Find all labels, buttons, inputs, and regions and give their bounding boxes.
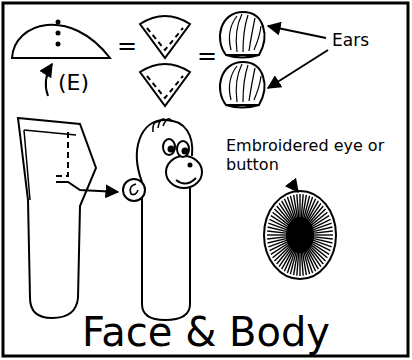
title: Face & Body: [0, 308, 412, 356]
ear: [220, 12, 328, 108]
eye-stitch: [312, 234, 333, 235]
equals-sign: =: [197, 42, 217, 71]
eye-stitch: [299, 251, 300, 276]
monkey-figure: [123, 119, 202, 320]
equals-sign: =: [117, 32, 137, 61]
eye-stitch: [297, 194, 299, 219]
frame: [3, 3, 408, 356]
part-label: Embroidered eye or button: [226, 136, 394, 174]
pattern-piece-e: [12, 20, 110, 97]
ear-wedge: [140, 16, 190, 106]
eye-stitch: [267, 234, 288, 235]
embroidered-eye: [264, 184, 336, 279]
eye-stitch: [301, 251, 303, 276]
part-letter: (E): [58, 70, 89, 96]
body-pattern-piece: [18, 118, 118, 318]
eye-stitch: [299, 194, 300, 219]
eye-stitch: [267, 237, 288, 239]
eye-stitch: [312, 231, 333, 233]
part-label: Ears: [332, 30, 369, 50]
